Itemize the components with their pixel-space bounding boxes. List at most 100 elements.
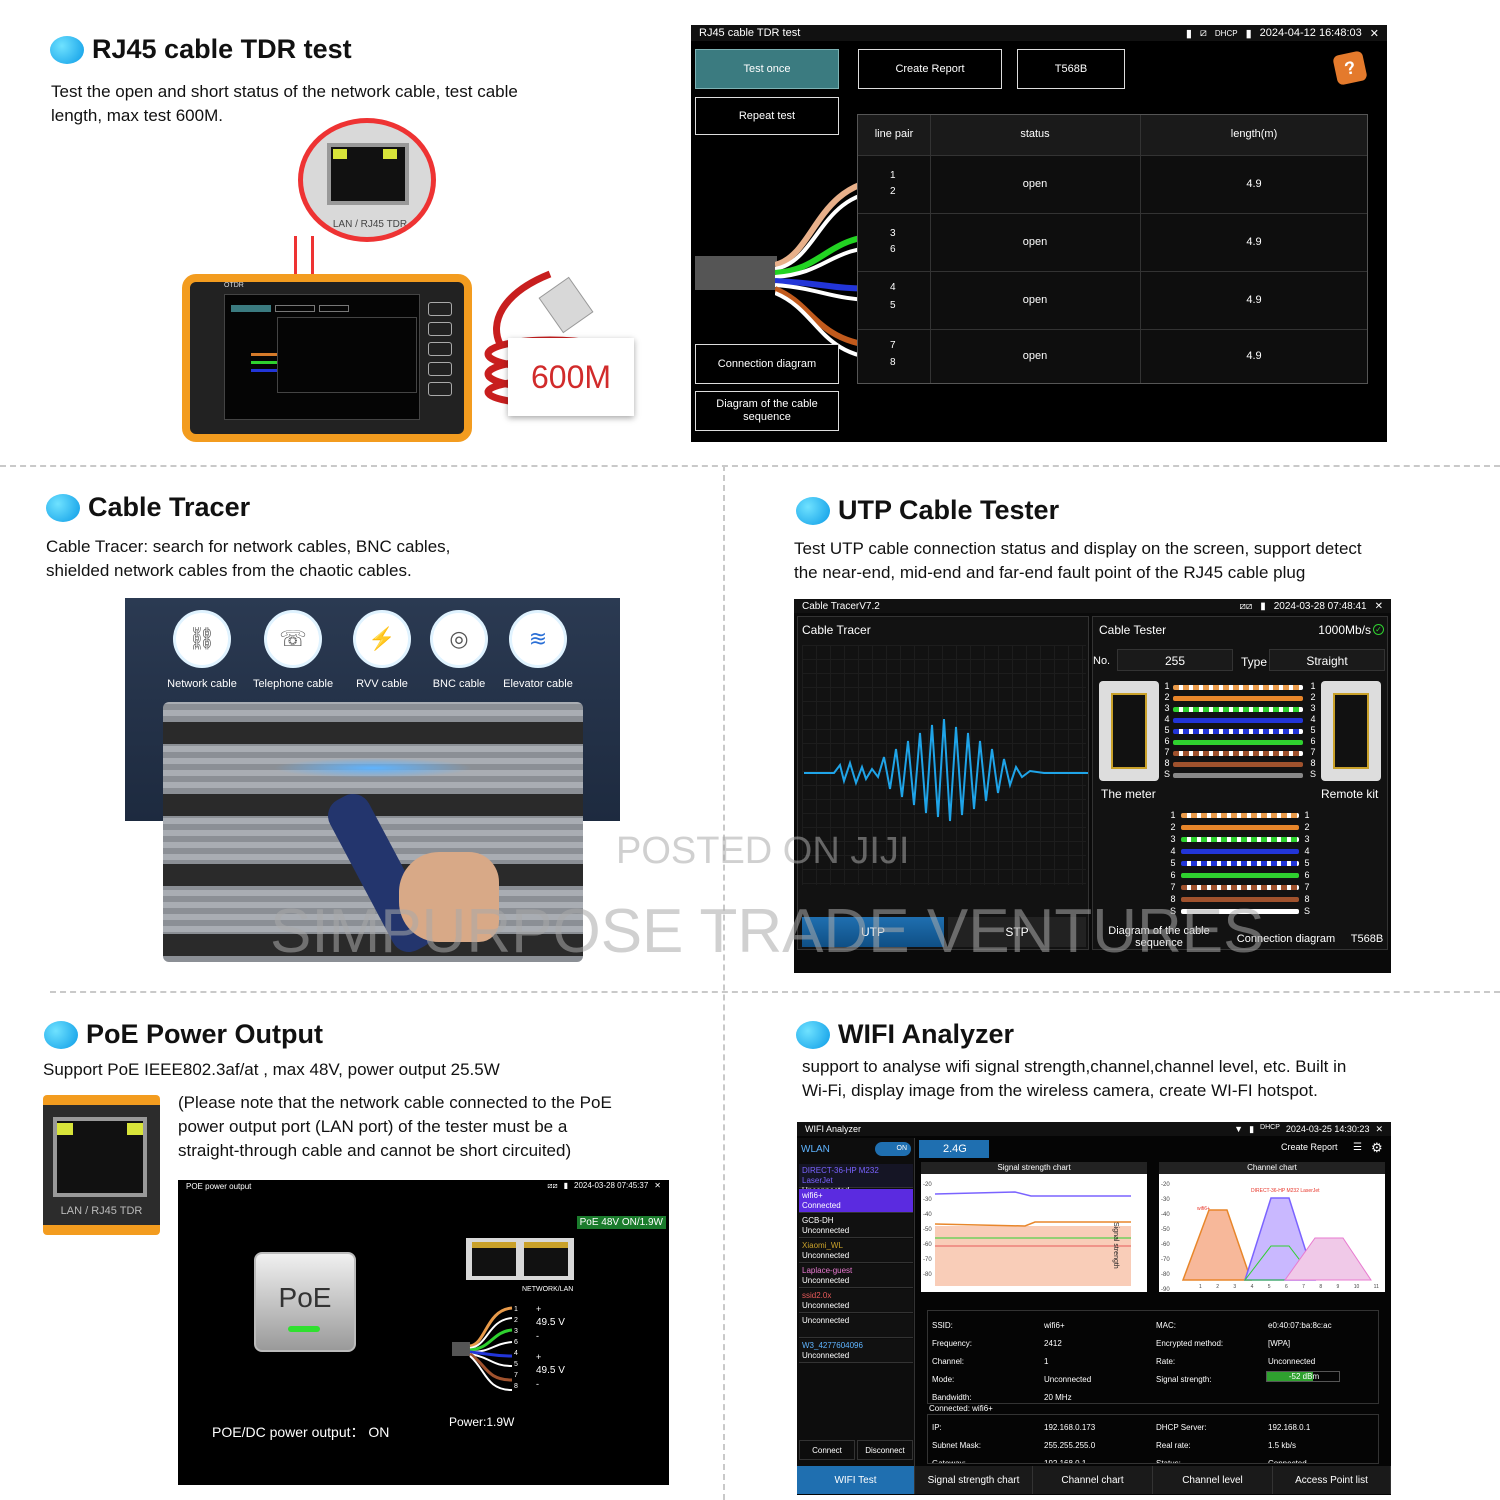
bullet-icon	[44, 1020, 78, 1049]
poe-title-text: PoE Power Output	[86, 1019, 324, 1049]
number-field[interactable]: 255	[1117, 649, 1233, 671]
list-item[interactable]: Unconnected	[799, 1314, 913, 1338]
close-icon[interactable]: ✕	[1375, 1123, 1383, 1134]
help-icon[interactable]: ?	[1332, 50, 1368, 86]
tdr-status-bar: RJ45 cable TDR test ▮ ⧄ DHCP ▮ 2024-04-1…	[691, 25, 1387, 41]
tdr-description: Test the open and short status of the ne…	[51, 80, 518, 128]
cable-sequence-button[interactable]: Diagram of the cable sequence	[695, 391, 839, 431]
table-row: 4 5 open 4.9	[858, 271, 1367, 329]
signal-axis-label: Signal strength	[1112, 1222, 1119, 1269]
poe-datetime: 2024-03-28 07:45:37	[574, 1181, 649, 1190]
tab-utp[interactable]: UTP	[802, 917, 944, 947]
close-icon[interactable]: ✕	[654, 1181, 661, 1190]
meter-connector-icon	[1099, 681, 1159, 781]
poe-status-bar: POE power output ⧄⧄ ▮ 2024-03-28 07:45:3…	[178, 1180, 669, 1192]
channel-peak-label: wifi6+	[1197, 1206, 1210, 1212]
tdr-section-title: RJ45 cable TDR test	[50, 34, 352, 65]
number-label: No.	[1093, 655, 1111, 667]
wifi-status-icons: ▼ ▮ DHCP 2024-03-25 14:30:23 ✕	[1234, 1124, 1383, 1135]
poe-port-label: LAN / RJ45 TDR	[60, 1205, 143, 1217]
info-labels-left: SSID:Frequency:Channel:Mode:Bandwidth:	[932, 1321, 973, 1402]
network-icon: ⧄⧄	[547, 1181, 558, 1190]
meter-label: The meter	[1101, 787, 1156, 801]
connected-network-label: Connected: wifi6+	[929, 1404, 993, 1413]
tab-access-point-list[interactable]: Access Point list	[1273, 1466, 1391, 1494]
list-item[interactable]: wifi6+Connected	[799, 1189, 913, 1213]
pair-status: open	[1022, 294, 1048, 306]
tab-channel-level[interactable]: Channel level	[1153, 1466, 1273, 1494]
cable-type-telephone: ☏Telephone cable	[246, 610, 340, 690]
network-state: Unconnected	[802, 1316, 850, 1325]
connection-diagram-tab[interactable]: Connection diagram	[1236, 933, 1336, 945]
poe-wire-pairs	[452, 1306, 513, 1391]
plus-label: +	[536, 1304, 542, 1314]
y-tick-labels: -20-30-40-50-60-70-80	[923, 1182, 932, 1278]
wifi-desc-line2: Wi-Fi, display image from the wireless c…	[802, 1081, 1318, 1100]
tab-channel-chart[interactable]: Channel chart	[1033, 1466, 1153, 1494]
port-label: LAN / RJ45 TDR	[332, 219, 408, 230]
poe-logo-button[interactable]: PoE	[254, 1252, 356, 1352]
channel-curves	[1181, 1197, 1372, 1281]
band-tab[interactable]: 2.4G	[919, 1140, 989, 1158]
tab-stp[interactable]: STP	[948, 917, 1086, 947]
rvv-cable-icon: ⚡	[353, 610, 411, 668]
wifi-screen-title: WIFI Analyzer	[805, 1124, 862, 1134]
wifi-section-title: WIFI Analyzer	[796, 1019, 1014, 1050]
hand-image	[399, 852, 499, 942]
close-icon[interactable]: ✕	[1369, 27, 1379, 40]
network-name: ssid2.0x	[802, 1291, 832, 1300]
header-status: status	[1020, 128, 1050, 140]
type-field[interactable]: Straight	[1269, 649, 1385, 671]
pair-length: 4.9	[1246, 178, 1262, 190]
close-icon[interactable]: ✕	[1374, 600, 1383, 612]
header-line-pair: line pair	[874, 128, 914, 140]
network-state: Unconnected	[802, 1226, 850, 1235]
pin-number: 5	[890, 300, 896, 311]
pin-number: 3	[890, 228, 896, 239]
connection-diagram-button[interactable]: Connection diagram	[695, 344, 839, 384]
dhcp-indicator: DHCP	[1214, 28, 1238, 38]
conn-labels-left: IP:Subnet Mask:Gateway:	[932, 1423, 981, 1464]
create-report-button[interactable]: Create Report	[858, 49, 1002, 89]
tdr-desc-line2: length, max test 600M.	[51, 106, 223, 125]
list-item[interactable]: DIRECT-36-HP M232 LaserJetUnconnected	[799, 1164, 913, 1195]
tab-wifi-test[interactable]: WIFI Test	[797, 1466, 915, 1494]
cable-type-network: ⛓Network cable	[162, 610, 242, 690]
filter-icon[interactable]: ☰	[1353, 1142, 1362, 1153]
channel-chart-title: Channel chart	[1159, 1162, 1385, 1174]
minus-label: -	[536, 1331, 539, 1341]
battery-icon: ▮	[563, 1181, 568, 1190]
disconnect-button[interactable]: Disconnect	[857, 1440, 913, 1460]
cable-sequence-tab[interactable]: Diagram of the cable sequence	[1108, 925, 1210, 949]
divider	[723, 465, 725, 1500]
bullet-icon	[50, 35, 84, 64]
create-report-button[interactable]: Create Report	[1281, 1142, 1338, 1152]
repeat-test-button[interactable]: Repeat test	[695, 97, 839, 135]
tab-signal-strength-chart[interactable]: Signal strength chart	[915, 1466, 1033, 1494]
remote-connector-icon	[1321, 681, 1381, 781]
standard-button[interactable]: T568B	[1017, 49, 1125, 89]
settings-icon[interactable]: ⚙	[1371, 1140, 1383, 1155]
utp-desc-line2: the near-end, mid-end and far-end fault …	[794, 563, 1306, 582]
channel-chart: Channel chart -20-30-40-50-60-70-80-90 D…	[1159, 1162, 1385, 1293]
wlan-toggle[interactable]: ON	[875, 1142, 911, 1156]
test-once-button[interactable]: Test once	[695, 49, 839, 89]
utp-status-bar: Cable TracerV7.2 ⧄⧄ ▮ 2024-03-28 07:48:4…	[794, 599, 1391, 613]
utp-screen: Cable TracerV7.2 ⧄⧄ ▮ 2024-03-28 07:48:4…	[794, 599, 1391, 973]
poe-description: Support PoE IEEE802.3af/at , max 48V, po…	[43, 1060, 500, 1079]
connect-button[interactable]: Connect	[799, 1440, 855, 1460]
cable-type-label: Telephone cable	[252, 678, 334, 690]
conn-labels-right: DHCP Server:Real rate:Status:	[1156, 1423, 1207, 1464]
standard-tab[interactable]: T568B	[1350, 933, 1384, 945]
wifi-network-list: WLAN ON DIRECT-36-HP M232 LaserJetUnconn…	[797, 1138, 915, 1466]
